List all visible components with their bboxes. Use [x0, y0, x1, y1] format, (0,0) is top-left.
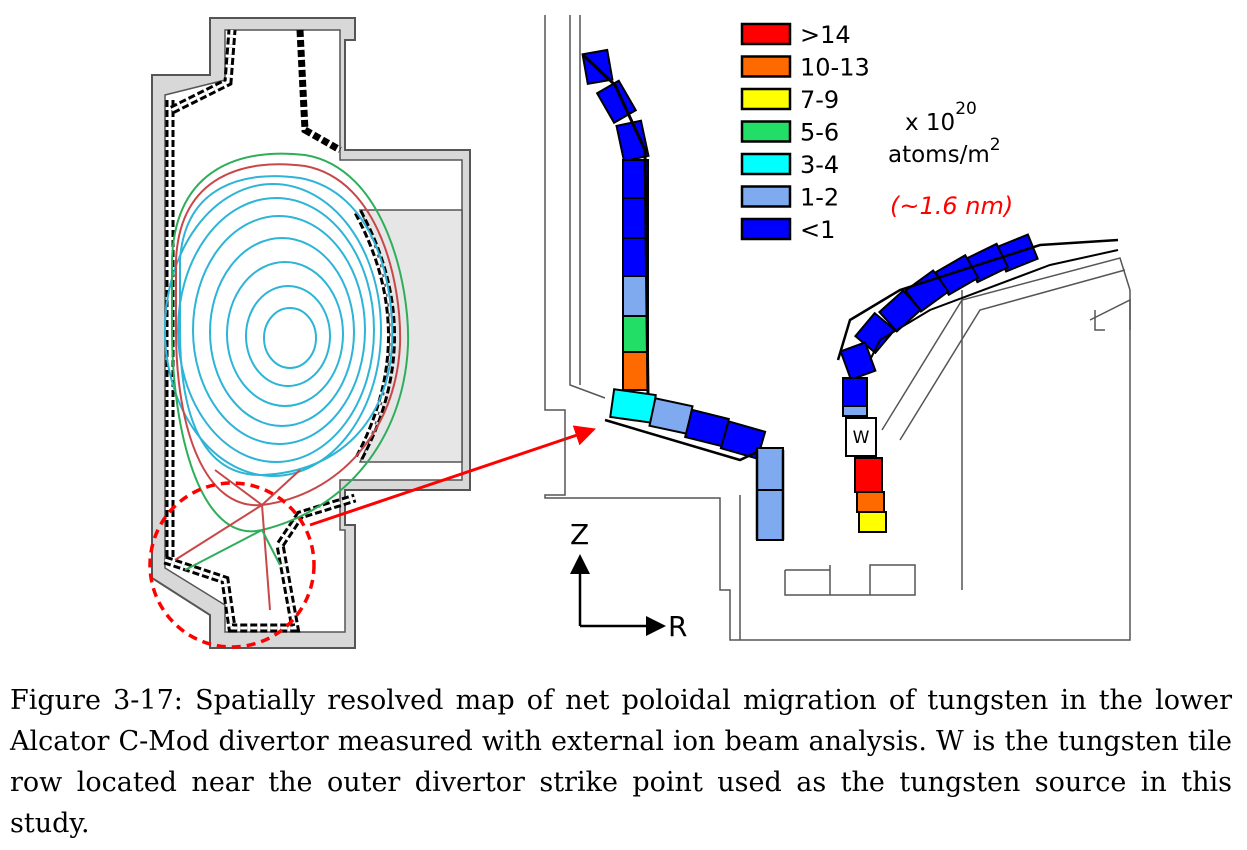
figure-caption: Figure 3-17: Spatially resolved map of n… [10, 685, 1232, 839]
tile [856, 491, 885, 513]
tile [877, 289, 923, 333]
legend-swatch [740, 22, 792, 46]
legend-label: 5-6 [800, 119, 839, 147]
tile [842, 405, 868, 417]
tile [854, 457, 883, 493]
tile [756, 489, 784, 541]
coordinate-axes: Z R [570, 518, 687, 643]
tile [622, 237, 649, 277]
axis-z-label: Z [570, 518, 589, 551]
legend-swatch [740, 120, 792, 143]
legend-label: <1 [800, 216, 835, 244]
legend: >14 10-13 7-9 5-6 3-4 1-2 <1 [740, 21, 870, 244]
legend-swatch [740, 217, 792, 241]
divertor-floor-tiles [609, 388, 784, 541]
tile [622, 275, 649, 317]
tile [648, 397, 694, 435]
axis-r-label: R [668, 610, 687, 643]
legend-swatch [740, 87, 792, 111]
flux-surfaces [164, 152, 410, 611]
legend-label: 3-4 [800, 151, 839, 179]
tile [842, 377, 868, 407]
units-label-2: atoms/m2 [888, 135, 1001, 168]
tungsten-tile-label: W [853, 428, 870, 448]
divertor-zoom-circle [148, 481, 316, 649]
zoom-arrow [309, 425, 596, 527]
tile [858, 511, 887, 533]
tile [622, 351, 649, 391]
legend-label: 10-13 [800, 54, 870, 82]
outer-divertor-tiles [839, 233, 1039, 533]
legend-label: 1-2 [800, 184, 839, 212]
thickness-label: (~1.6 nm) [890, 192, 1013, 220]
divertor-figure: W >14 10-13 7-9 5-6 3-4 1-2 <1 x 1020 atoms/m2… [148, 15, 1131, 649]
tile [609, 388, 657, 424]
tungsten-tile-row [845, 417, 877, 457]
tile [719, 420, 767, 460]
tile [622, 197, 649, 239]
vessel-cross-section [148, 17, 596, 649]
tile [756, 447, 784, 491]
zoomed-divertor: W >14 10-13 7-9 5-6 3-4 1-2 <1 x 1020 atoms/m2… [544, 15, 1131, 643]
legend-label: >14 [800, 21, 851, 49]
legend-swatch [740, 185, 792, 208]
inner-wall-tile-column [581, 48, 650, 391]
legend-swatch [740, 55, 792, 78]
tile [839, 341, 877, 381]
tile [615, 119, 650, 163]
tile [622, 315, 649, 353]
legend-swatch [740, 152, 792, 176]
units-label: x 1020 [905, 99, 977, 136]
legend-label: 7-9 [800, 86, 839, 114]
